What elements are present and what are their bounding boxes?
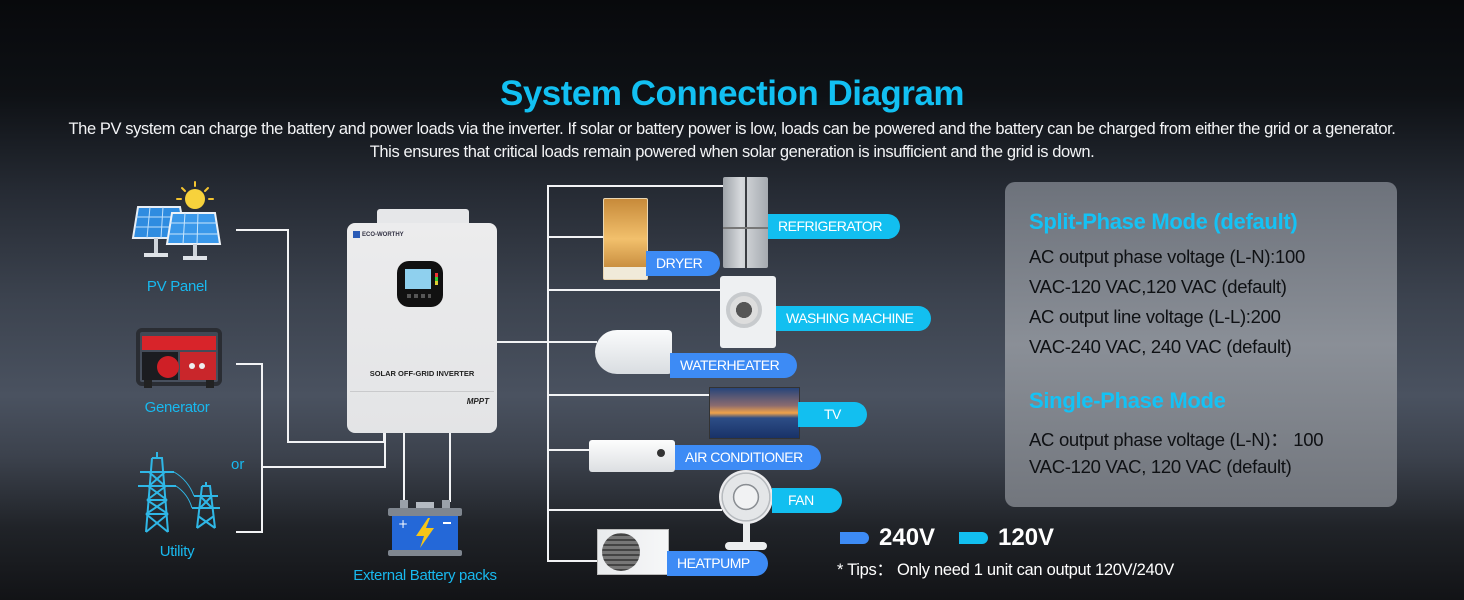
inverter: ECO-WORTHY SOLAR OFF-GRID INVERTER MPPT <box>347 209 497 433</box>
single-phase-line: AC output phase voltage (L-N)： 100 <box>1029 429 1324 450</box>
or-label: or <box>231 456 245 473</box>
washer-door <box>726 292 762 328</box>
tv-image <box>709 387 800 439</box>
pv-panel-label: PV Panel <box>146 278 208 295</box>
control-buttons <box>407 294 431 298</box>
legend-swatch-120v <box>959 532 988 544</box>
modes-panel: Split-Phase Mode (default) AC output pha… <box>1005 182 1397 507</box>
legend-label-120v: 120V <box>998 524 1055 551</box>
inverter-display <box>397 261 443 307</box>
pv-wire <box>236 229 289 231</box>
split-phase-line: VAC-240 VAC, 240 VAC (default) <box>1029 336 1292 357</box>
lcd-screen <box>405 269 431 289</box>
svg-text:+: + <box>398 517 408 531</box>
fan-stand <box>743 522 750 544</box>
fan-head <box>719 470 773 524</box>
pv-panel-icon <box>130 180 240 265</box>
battery-icon: + <box>386 498 464 560</box>
load-label-dryer: DRYER <box>646 251 721 276</box>
branch-dryer <box>547 236 605 238</box>
dryer-base <box>604 267 647 279</box>
utility-label: Utility <box>159 543 195 560</box>
split-phase-line: VAC-120 VAC,120 VAC (default) <box>1029 276 1287 297</box>
legend-label-240v: 240V <box>879 524 936 551</box>
branch-air-conditioner <box>547 449 589 451</box>
branch-fan <box>547 509 722 511</box>
waterheater-image <box>595 330 672 374</box>
dryer-image <box>603 198 648 280</box>
pv-wire <box>287 441 385 443</box>
load-label-air-conditioner: AIR CONDITIONER <box>675 445 821 470</box>
branch-heatpump <box>547 560 599 562</box>
battery-label: External Battery packs <box>353 567 497 584</box>
mppt-badge: MPPT <box>466 397 489 406</box>
load-label-tv: TV <box>798 402 867 427</box>
branch-washing-machine <box>547 289 722 291</box>
fridge-door-split <box>745 177 747 268</box>
split-phase-title: Split-Phase Mode (default) <box>1029 209 1298 234</box>
generator-label: Generator <box>144 399 210 416</box>
load-label-waterheater: WATERHEATER <box>670 353 798 378</box>
inverter-body: ECO-WORTHY SOLAR OFF-GRID INVERTER MPPT <box>347 223 497 433</box>
single-phase-title: Single-Phase Mode <box>1029 388 1226 413</box>
fan-image <box>719 470 775 552</box>
single-phase-line: VAC-120 VAC, 120 VAC (default) <box>1029 456 1292 477</box>
split-phase-line: AC output phase voltage (L-N):100 <box>1029 246 1305 267</box>
ac-display <box>657 449 665 457</box>
split-phase-line: AC output line voltage (L-L):200 <box>1029 306 1281 327</box>
generator-wire <box>261 363 263 533</box>
grid-input-wire <box>384 432 386 468</box>
inverter-model-label: SOLAR OFF-GRID INVERTER <box>369 369 475 378</box>
brand-name: ECO-WORTHY <box>362 231 404 238</box>
heatpump-image <box>597 529 669 575</box>
generator-wire <box>236 363 263 365</box>
indicator-leds <box>435 273 438 285</box>
pv-wire <box>287 229 289 443</box>
heatpump-fan-grille <box>602 533 640 571</box>
tips-note: * Tips： Only need 1 unit can output 120V… <box>837 561 1174 579</box>
grid-input-wire <box>261 466 386 468</box>
washing-machine-image <box>720 276 776 348</box>
air-conditioner-image <box>589 440 675 472</box>
load-label-fan: FAN <box>772 488 842 513</box>
utility-tower-icon <box>130 450 225 535</box>
generator-icon <box>134 322 224 392</box>
inverter-brand: ECO-WORTHY <box>353 231 404 238</box>
branch-waterheater <box>547 341 597 343</box>
output-wire <box>497 341 549 343</box>
fridge-door-split <box>723 227 768 229</box>
inverter-mount-bracket <box>377 209 469 225</box>
battery-wire-positive <box>403 432 405 502</box>
inverter-divider <box>350 391 494 392</box>
brand-logo-icon <box>353 231 360 238</box>
load-label-heatpump: HEATPUMP <box>667 551 768 576</box>
load-label-washing-machine: WASHING MACHINE <box>776 306 932 331</box>
load-bus <box>547 185 549 562</box>
battery-wire-negative <box>449 432 451 502</box>
refrigerator-image <box>723 177 768 268</box>
fan-base <box>725 542 767 550</box>
branch-tv <box>547 394 711 396</box>
load-label-refrigerator: REFRIGERATOR <box>768 214 900 239</box>
description: The PV system can charge the battery and… <box>68 120 1396 161</box>
legend-swatch-240v <box>840 532 869 544</box>
page-title: System Connection Diagram <box>500 74 965 113</box>
utility-wire <box>236 531 263 533</box>
branch-refrigerator <box>547 185 725 187</box>
